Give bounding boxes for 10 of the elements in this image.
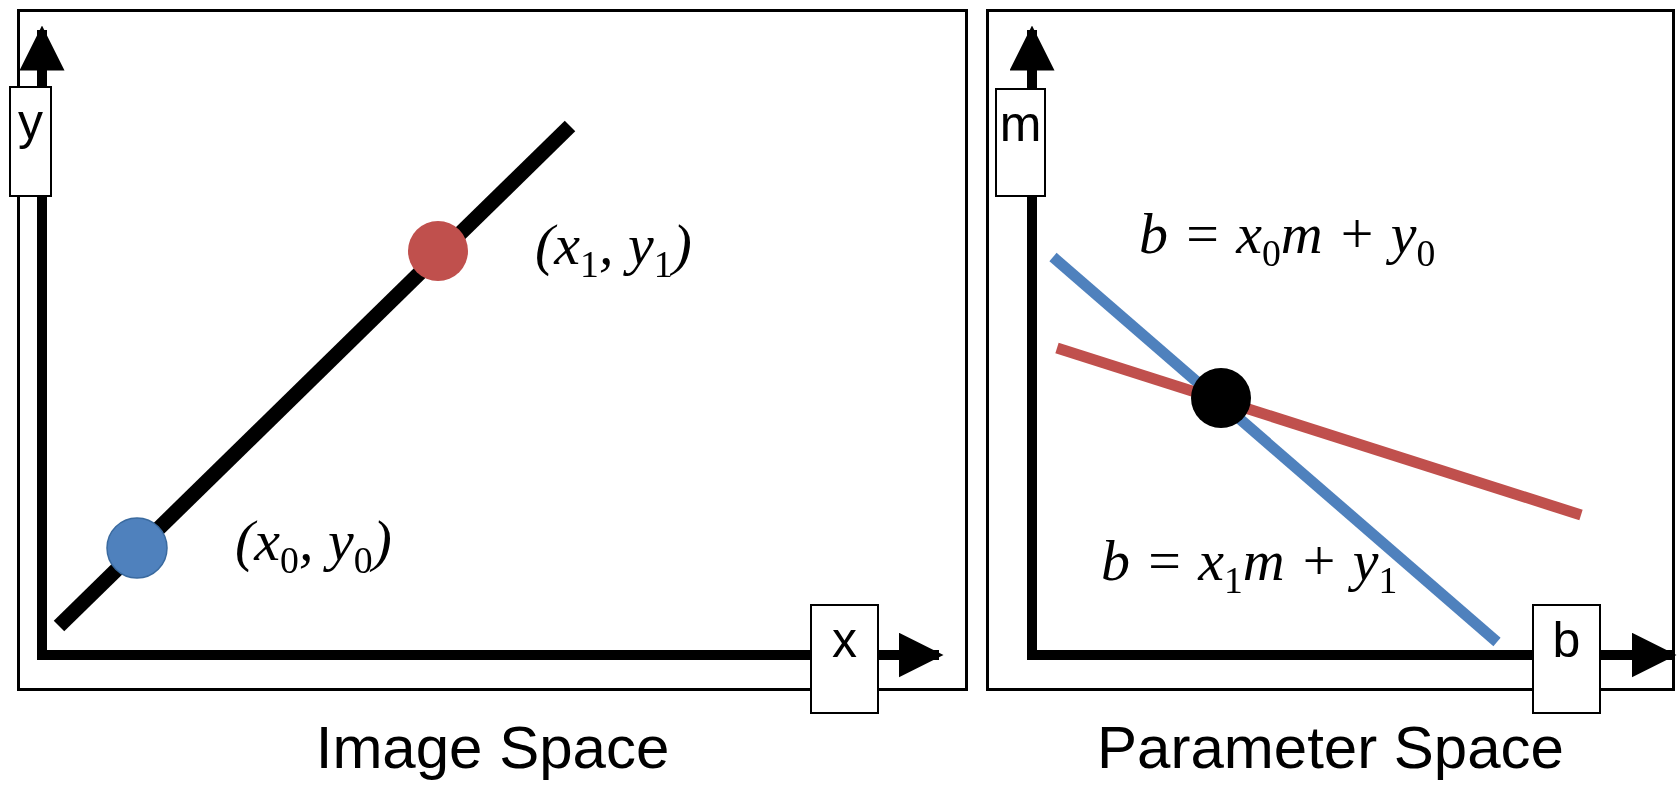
line-equation: b = x$_{1}$m + y$_{1}$ — [1101, 532, 1398, 600]
panel-caption: Parameter Space — [1096, 718, 1565, 778]
axis-label: y — [9, 86, 52, 197]
axis-label: m — [995, 88, 1046, 197]
point-coordinate-label: (x$_{0}$, y$_{0}$) — [235, 512, 392, 580]
point-coordinate-label: (x$_{1}$, y$_{1}$) — [535, 216, 692, 284]
axis-label: x — [810, 604, 879, 714]
panel-caption: Image Space — [314, 718, 671, 778]
line-equation: b = x$_{0}$m + y$_{0}$ — [1139, 205, 1436, 273]
axis-label: b — [1532, 604, 1601, 714]
